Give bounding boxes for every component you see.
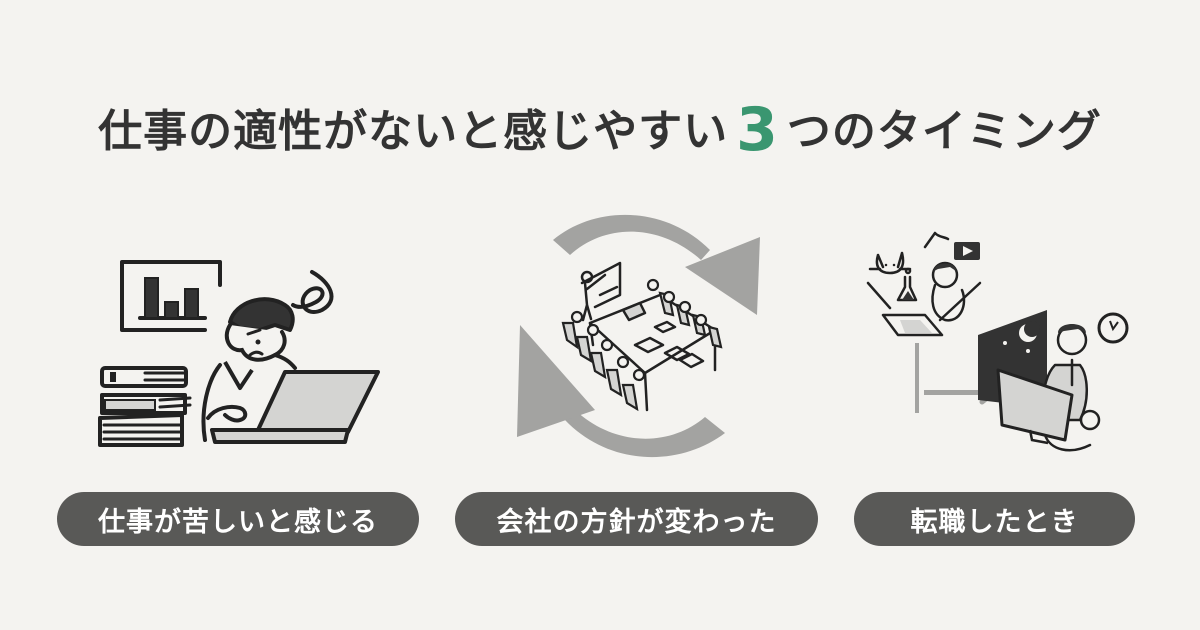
label-pill-job-change: 転職したとき (854, 492, 1135, 546)
stressed-worker-illustration (90, 250, 390, 460)
meeting-cycle-illustration (505, 205, 775, 465)
cycle-arrows-icon (517, 214, 760, 458)
label-text: 転職したとき (910, 506, 1079, 538)
label-text: 会社の方針が変わった (496, 506, 777, 538)
title-before: 仕事の適性がないと感じやすい (98, 106, 729, 158)
label-pill-job-hard: 仕事が苦しいと感じる (57, 492, 419, 546)
title-after: つのタイミング (786, 106, 1102, 158)
job-change-illustration (850, 225, 1140, 465)
stressed-worker-icon (98, 260, 380, 447)
job-change-icon (866, 231, 1129, 452)
label-pill-policy-change: 会社の方針が変わった (455, 492, 818, 546)
label-text: 仕事が苦しいと感じる (98, 506, 378, 538)
title-number: 3 (736, 95, 779, 166)
